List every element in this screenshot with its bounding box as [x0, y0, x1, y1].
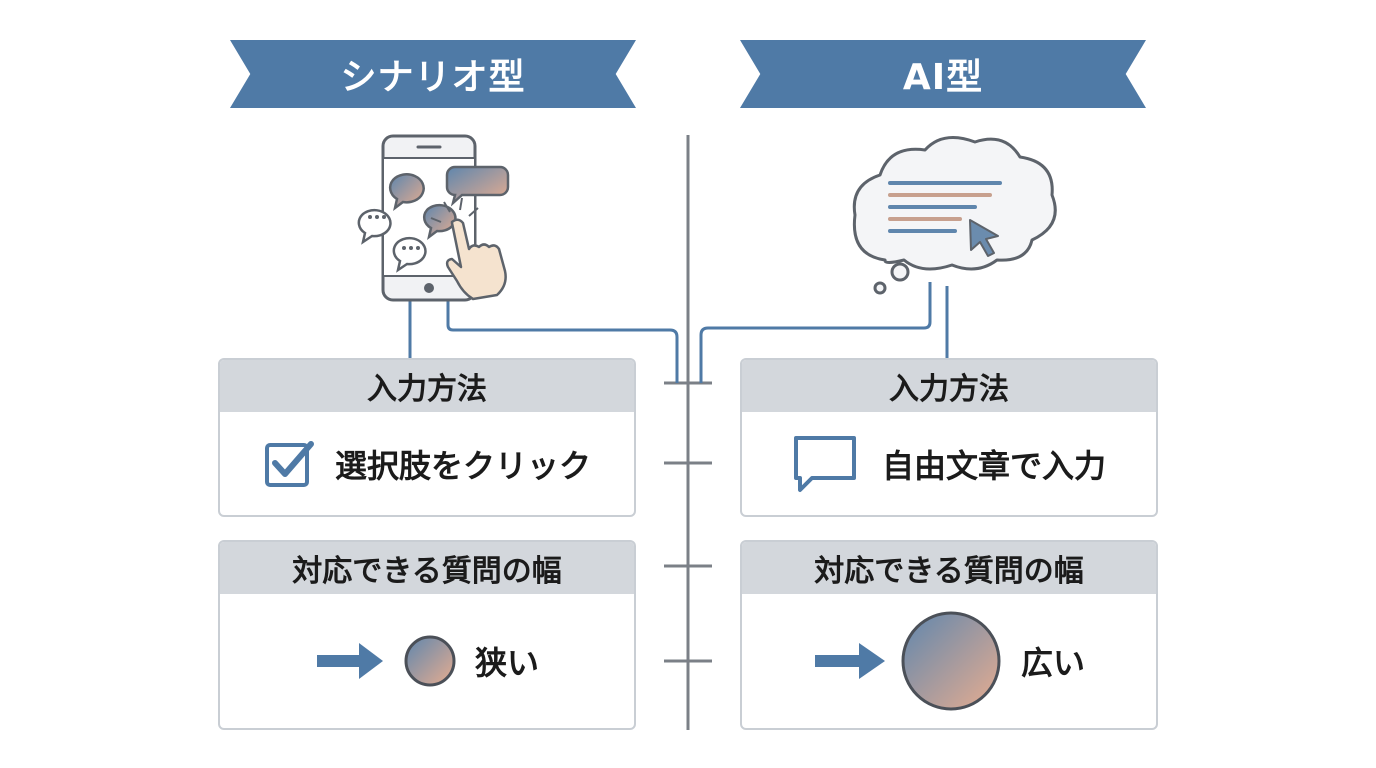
- arrow-right-icon: [316, 643, 383, 679]
- left-connector: [446, 300, 679, 383]
- left-banner: シナリオ型: [230, 40, 636, 108]
- left-input-text: 選択肢をクリック: [334, 446, 591, 485]
- checkbox-icon: [264, 440, 314, 487]
- left-range-header: 対応できる質問の幅: [220, 542, 634, 594]
- arrow-right-icon: [814, 643, 885, 679]
- right-range-text: 広い: [1020, 644, 1085, 682]
- left-range-body: 狭い: [220, 594, 634, 728]
- right-range-header: 対応できる質問の幅: [742, 542, 1156, 594]
- right-banner: AI型: [740, 40, 1146, 108]
- left-input-body: 選択肢をクリック: [220, 412, 634, 515]
- large-circle-icon: [901, 611, 1001, 711]
- right-range-body: 広い: [742, 594, 1156, 728]
- speech-bubble-icon: [793, 435, 856, 492]
- right-input-card: 入力方法 自由文章で入力: [740, 358, 1158, 517]
- right-banner-title: AI型: [902, 57, 984, 98]
- small-circle-icon: [404, 635, 456, 687]
- right-connector: [699, 282, 932, 383]
- left-range-card: 対応できる質問の幅 狭い: [218, 540, 636, 730]
- left-banner-title: シナリオ型: [340, 57, 526, 98]
- left-input-header: 入力方法: [220, 360, 634, 412]
- right-input-body: 自由文章で入力: [742, 412, 1156, 515]
- right-input-header: 入力方法: [742, 360, 1156, 412]
- left-input-card: 入力方法 選択肢をクリック: [218, 358, 636, 517]
- right-input-text: 自由文章で入力: [881, 446, 1106, 485]
- left-range-text: 狭い: [474, 644, 539, 682]
- right-range-card: 対応できる質問の幅 広い: [740, 540, 1158, 730]
